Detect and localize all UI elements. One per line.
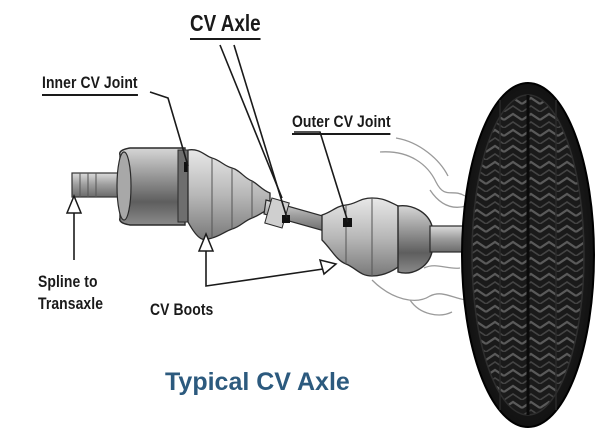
label-spline-line2: Transaxle	[38, 294, 104, 313]
label-cv-boots: CV Boots	[150, 300, 214, 319]
leader-lines	[73, 44, 349, 287]
axle-shaft	[263, 197, 331, 233]
inner-cv-boot	[187, 149, 271, 241]
arrowheads	[65, 194, 338, 276]
inner-boot-arrowhead	[197, 232, 215, 252]
outer-boot-arrowhead	[318, 258, 338, 276]
outer-cv-housing	[397, 205, 471, 274]
label-outer-cv-joint: Outer CV Joint	[292, 112, 391, 135]
inner-cv-housing	[116, 147, 194, 226]
tire	[461, 82, 595, 428]
spline-arrowhead	[65, 194, 83, 214]
suspension-sketch	[371, 137, 467, 316]
outer-cv-boot	[321, 197, 405, 277]
diagram-title: CV Axle	[190, 10, 261, 40]
caption: Typical CV Axle	[165, 368, 350, 396]
label-spline-line1: Spline to	[38, 272, 98, 291]
label-inner-cv-joint: Inner CV Joint	[42, 73, 138, 96]
spline-stub	[71, 172, 125, 198]
